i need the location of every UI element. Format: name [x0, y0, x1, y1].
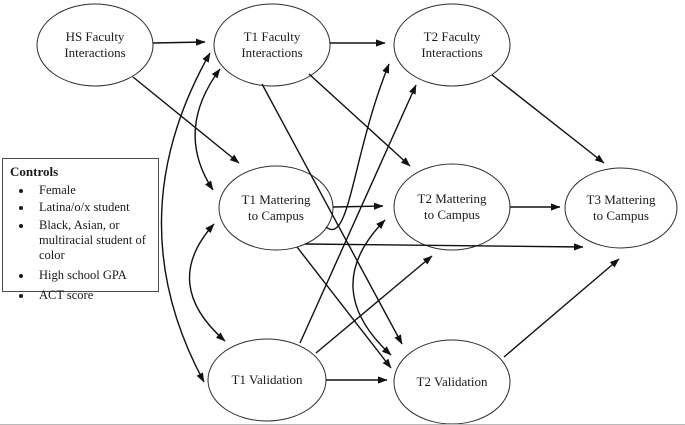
- controls-title: Controls: [10, 164, 59, 179]
- edge-t2-validation-to-t3-mattering: [503, 258, 620, 358]
- controls-list: Female Latina/o/x student Black, Asian, …: [3, 183, 158, 303]
- node-ellipse-t2-faculty-interactions: [393, 3, 511, 87]
- controls-box: Controls Female Latina/o/x student Black…: [2, 158, 159, 302]
- node-ellipse-t3-mattering-to-campus: [564, 167, 678, 249]
- edge-t1-validation-to-t2-mattering: [315, 255, 433, 354]
- controls-item: Female: [33, 183, 154, 198]
- controls-item: High school GPA: [33, 268, 154, 283]
- node-ellipse-t1-faculty-interactions: [213, 3, 331, 87]
- edge-t1-faculty-to-t2-mattering: [308, 73, 411, 167]
- edge-t2-faculty-to-t3-mattering: [491, 74, 605, 164]
- edge-hs-to-t1-mattering: [132, 76, 240, 164]
- edge-t1-mattering-to-t3-mattering: [304, 243, 584, 251]
- controls-item: ACT score: [33, 288, 154, 303]
- node-ellipse-t2-mattering-to-campus: [393, 163, 511, 251]
- node-ellipse-t2-validation: [393, 339, 511, 424]
- edge-t1-mattering-to-t2-validation: [296, 246, 392, 369]
- edge-t1-mattering-to-t2-faculty: [325, 63, 390, 231]
- controls-item: Black, Asian, or multiracial student of …: [33, 218, 154, 263]
- edge-hs-to-t1-faculty: [152, 38, 206, 46]
- node-ellipse-hs-faculty-interactions: [36, 3, 154, 87]
- edge-t1-validation-to-t2-faculty: [299, 84, 417, 344]
- node-ellipse-t1-validation: [207, 338, 327, 422]
- edge-t1-mattering-to-t2-mattering: [332, 202, 384, 210]
- cov-arc-t1-faculty-t1-mattering: [194, 68, 221, 191]
- cov-arc-t1-mattering-t1-validation: [188, 223, 226, 342]
- cov-arc-t2-mattering-t2-validation: [352, 219, 392, 356]
- cov-arc-t1-faculty-t1-validation: [160, 52, 211, 383]
- controls-item: Latina/o/x student: [33, 200, 154, 215]
- node-ellipse-t1-mattering-to-campus: [218, 165, 334, 251]
